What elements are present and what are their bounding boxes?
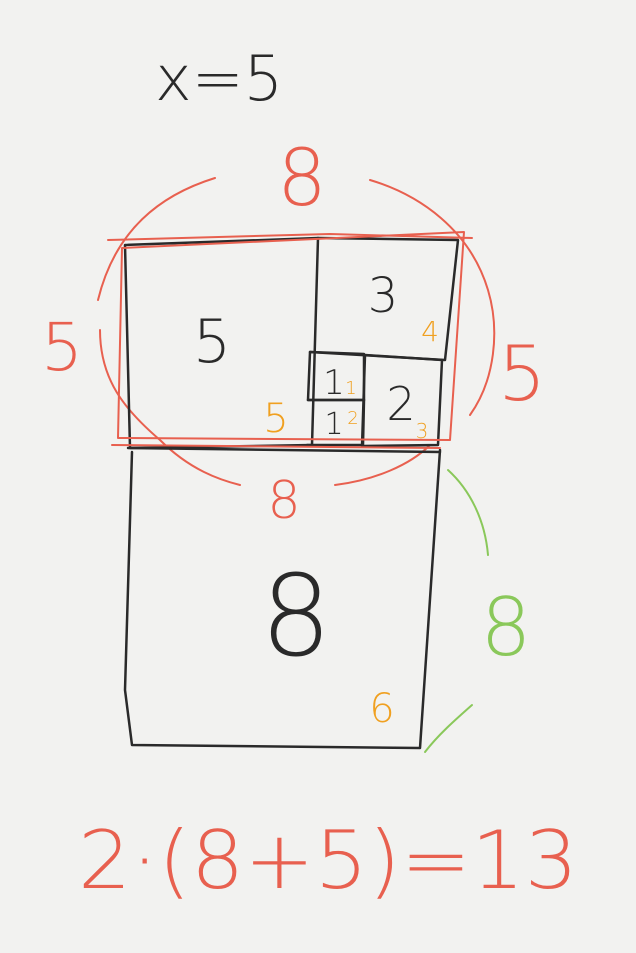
- order-6-label: 6: [369, 686, 394, 732]
- square-2-label: 2: [386, 377, 415, 431]
- green-length-label: 8: [481, 581, 532, 674]
- green-arc-upper: [447, 469, 489, 556]
- square-1a-label: 1: [323, 363, 345, 403]
- order-2-label: 2: [347, 408, 358, 429]
- square-3-label: 3: [368, 268, 399, 324]
- equation-label: 2·(8+5)=13: [78, 814, 578, 907]
- red-arc-top-right: [369, 179, 496, 416]
- right-length-label: 5: [498, 329, 546, 418]
- square-1b: [305, 398, 366, 447]
- square-5-label: 5: [193, 307, 231, 377]
- red-rectangle: [107, 231, 473, 449]
- red-arc-top-left: [97, 177, 216, 301]
- order-4-label: 4: [421, 315, 439, 348]
- red-arc-bottom-left: [99, 329, 241, 486]
- left-length-label: 5: [41, 309, 83, 386]
- header-label: x=5: [155, 42, 283, 115]
- square-8: [123, 448, 442, 750]
- square-8-label: 8: [260, 552, 331, 682]
- order-3-label: 3: [416, 419, 429, 443]
- order-5-label: 5: [263, 396, 288, 442]
- order-1-label: 1: [345, 378, 356, 399]
- divider-top: [126, 446, 442, 454]
- middle-length-label: 8: [267, 471, 300, 531]
- square-1b-label: 1: [324, 407, 343, 442]
- top-length-label: 8: [277, 134, 327, 224]
- green-arc-lower: [424, 704, 473, 753]
